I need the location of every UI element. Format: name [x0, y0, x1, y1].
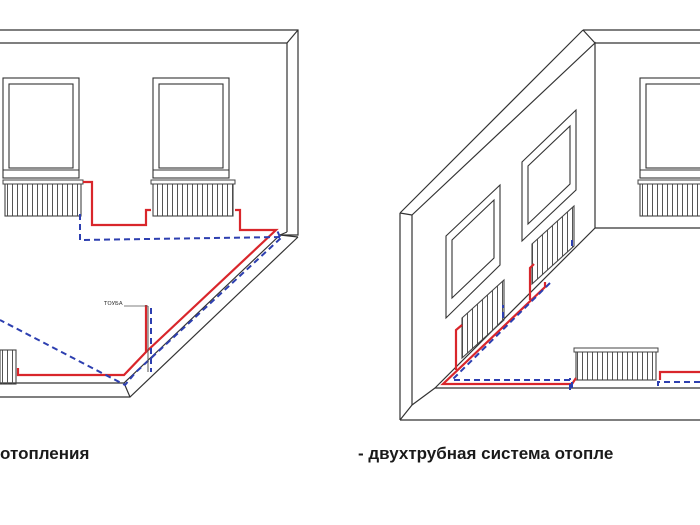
- left-window-1: [2, 77, 80, 179]
- right-return-pipe: [449, 240, 700, 390]
- right-left-wall: [399, 29, 596, 389]
- right-radiator-2: [531, 204, 575, 286]
- left-floor-edge: [0, 234, 299, 398]
- left-riser: ТОУБА: [103, 301, 149, 372]
- right-radiator-1: [461, 278, 505, 360]
- right-window-1: [445, 183, 501, 320]
- left-radiator-3: [0, 349, 17, 385]
- left-radiator-2: [150, 179, 236, 217]
- left-riser-label: ТОУБА: [103, 301, 123, 307]
- right-window-2: [521, 108, 577, 243]
- right-window-3: [639, 77, 700, 179]
- right-back-wall: [582, 29, 700, 44]
- right-supply-pipe: [440, 263, 700, 386]
- right-floor-edge: [399, 387, 700, 421]
- right-caption: - двухтрубная система отопле: [358, 444, 614, 463]
- left-radiator-1: [2, 179, 84, 217]
- right-room-drawing: [399, 29, 700, 421]
- right-radiator-3: [573, 347, 659, 381]
- left-return-pipe: [0, 214, 285, 387]
- left-supply-pipe: [16, 180, 279, 377]
- right-radiator-4: [637, 179, 700, 217]
- left-caption: отопления: [0, 444, 90, 463]
- left-window-2: [152, 77, 230, 179]
